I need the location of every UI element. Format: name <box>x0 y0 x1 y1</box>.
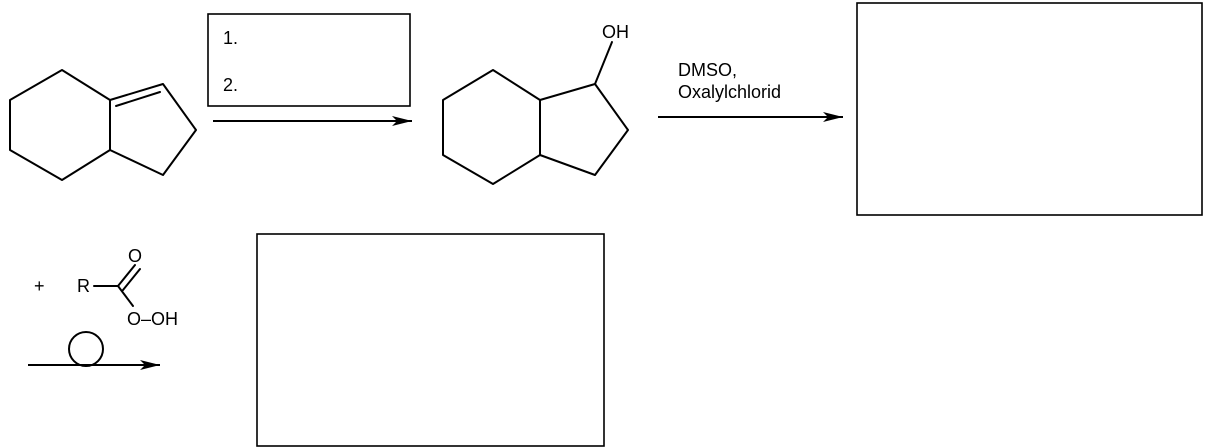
circle-on-arrow-icon <box>68 331 104 367</box>
answer-box-ketone <box>856 2 1203 216</box>
peroxy-group-label: O–OH <box>127 309 178 329</box>
starting-material-hexahydroindene <box>9 69 197 181</box>
hydroxyl-label: OH <box>602 22 629 42</box>
answer-box-product <box>256 233 605 447</box>
reagent-oxalylchlorid: Oxalylchlorid <box>678 82 781 102</box>
r-group-label: R <box>77 276 90 296</box>
peracid-reagent: + R O O–OH <box>34 246 178 329</box>
step-1-label: 1. <box>223 28 238 48</box>
step-2-label: 2. <box>223 75 238 95</box>
carbonyl-oxygen-label: O <box>128 246 142 266</box>
epoxidation-step <box>28 331 160 370</box>
plus-sign: + <box>34 276 45 296</box>
alcohol-octahydroindenol: OH <box>442 22 629 185</box>
reagent-box: 1. 2. <box>207 13 411 107</box>
oxidation-step: DMSO, Oxalylchlorid <box>658 60 843 122</box>
reagent-dmso: DMSO, <box>678 60 737 80</box>
